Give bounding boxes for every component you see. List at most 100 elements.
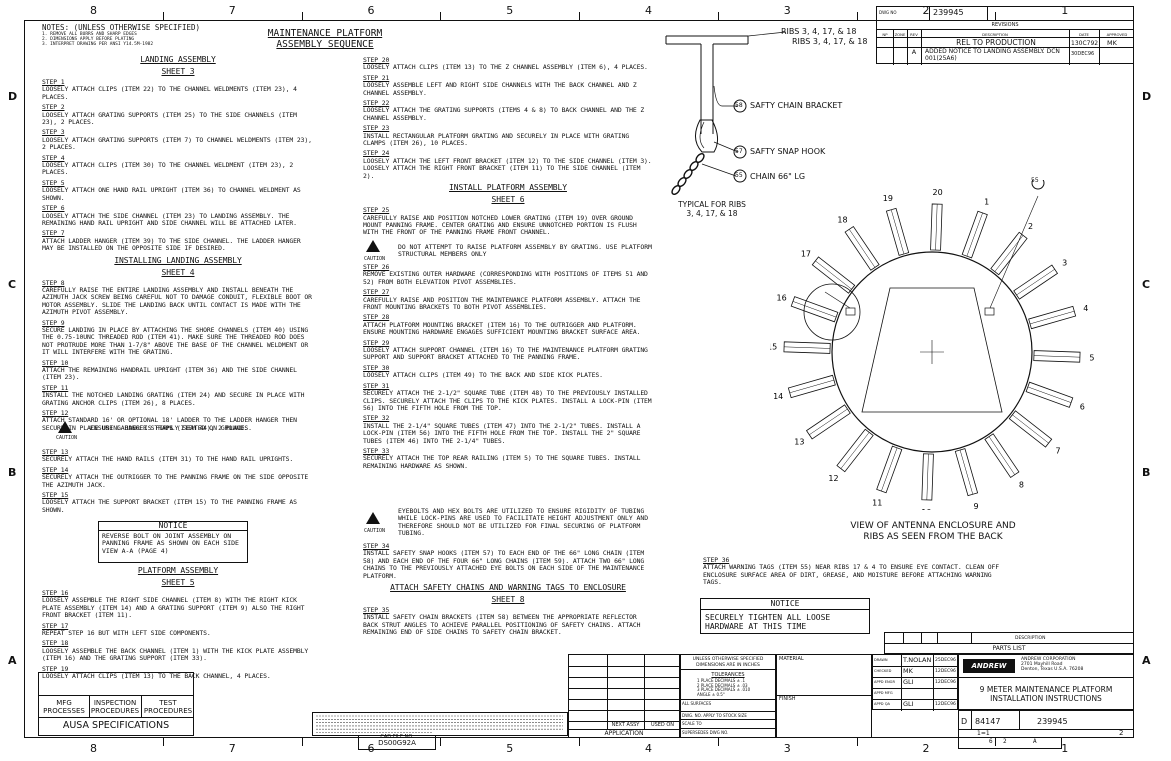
step-text: REPEAT STEP 16 BUT WITH LEFT SIDE COMPON… <box>42 629 211 638</box>
step-text: ATTACH LADDER HANGER (ITEM 39) TO THE SI… <box>42 236 301 253</box>
tol-t4: ANGLE ± 0.5° <box>697 691 725 697</box>
step-label: STEP 32 <box>363 414 390 423</box>
callout-55: 55 <box>735 172 743 179</box>
approval-name: GLI <box>903 678 914 686</box>
step-label: STEP 14 <box>42 465 69 474</box>
revision-header: DESCRIPTION <box>982 32 1008 37</box>
cad-file-block: CAD FILE NO. DS00G92A <box>358 734 436 750</box>
step-label: STEP 26 <box>363 263 390 271</box>
step-label: STEP 7 <box>42 229 65 238</box>
rib <box>1025 381 1074 408</box>
tol-t1: 1 PLACE DECIMALS ± .1 <box>697 678 746 683</box>
rib-number: 12 <box>828 474 838 483</box>
rib-number: 10 <box>921 508 931 510</box>
step-36: STEP 36 ATTACH WARNING TAGS (ITEM 55) NE… <box>703 554 1003 587</box>
specs-block: MFG PROCESSES INSPECTION PROCEDURES TEST… <box>38 672 194 736</box>
rib-number: 11 <box>872 498 882 507</box>
row-letter: B <box>8 466 17 479</box>
bottom-a: A <box>1033 738 1037 745</box>
ribs-label-2: RIBS 3, 4, 17, & 18 <box>792 37 868 46</box>
step-label: STEP 27 <box>363 288 390 297</box>
section-heading: SHEET 4 <box>161 267 195 277</box>
approval-label: APPD QA <box>874 702 890 706</box>
revision-desc-0: REL TO PRODUCTION <box>956 38 1036 47</box>
step-text: SECURELY ATTACH THE 2-1/2" SQUARE TUBE (… <box>363 389 652 412</box>
notice-box-1: NOTICE REVERSE BOLT ON JOINT ASSEMBLY ON… <box>98 521 248 563</box>
next-assy: NEXT ASSY <box>611 722 640 728</box>
sheet-cage: 84147 <box>975 717 1001 726</box>
step-label: STEP 5 <box>42 178 65 187</box>
row-letter: C <box>1142 278 1151 291</box>
material-block: MATERIAL FINISH <box>776 654 872 738</box>
step-text: INSTALL SAFETY CHAIN BRACKETS (ITEM 58) … <box>363 613 641 637</box>
step-label: STEP 28 <box>363 313 390 322</box>
zone-number: 4 <box>645 742 652 755</box>
callout-55b: 55 <box>1031 177 1039 184</box>
rib <box>790 296 839 323</box>
enclosure-circle <box>831 251 1033 453</box>
rib <box>1013 264 1059 300</box>
tol-supersedes: SUPERSEDES DWG NO. <box>682 730 729 735</box>
approval-date: 12DEC96 <box>935 680 956 685</box>
company-city: Denton, Texas U.S.A. 76208 <box>1021 667 1084 672</box>
application-block: NEXT ASSY USED ON APPLICATION <box>568 654 680 738</box>
tol-scale: SCALE TO <box>682 721 702 726</box>
row-letter: D <box>1142 90 1152 103</box>
cad-file-value: DS00G92A <box>378 739 416 747</box>
antenna-ribs-view: 1234567891011121314151617181920 <box>770 180 1094 510</box>
company-name: ANDREW CORPORATION <box>1021 657 1076 662</box>
step-text: LOOSELY ATTACH CLIPS (ITEM 13) TO THE Z … <box>363 63 648 72</box>
tol-t3: 3 PLACE DECIMALS ± .010 <box>697 687 751 693</box>
company-title-block: ANDREW ANDREW CORPORATION 2701 Mayhill R… <box>958 654 1134 710</box>
step-text: ATTACH PLATFORM MOUNTING BRACKET (ITEM 1… <box>363 320 641 337</box>
detail-circle <box>803 283 861 341</box>
caution-text: DO NOT ATTEMPT TO RAISE PLATFORM ASSEMBL… <box>398 243 652 259</box>
approval-date: 12DEC96 <box>935 702 956 707</box>
company-logo: ANDREW <box>963 659 1015 673</box>
step-text: ATTACH THE REMAINING HANDRAIL UPRIGHT (I… <box>42 366 297 382</box>
drawing-title-1: 9 METER MAINTENANCE PLATFORM <box>979 685 1113 694</box>
sheet-info-block: D 84147 239945 1=1 2 <box>958 710 1134 738</box>
step-text: LOOSELY ATTACH THE LEFT FRONT BRACKET (I… <box>363 156 652 180</box>
step-36-text: ATTACH WARNING TAGS (ITEM 55) NEAR RIBS … <box>703 563 1000 587</box>
section-heading: SHEET 5 <box>161 578 195 587</box>
step-text: INSTALL SAFETY SNAP HOOKS (ITEM 57) TO E… <box>363 549 645 580</box>
typical-line2: 3, 4, 17, & 18 <box>686 209 738 218</box>
caution-icon <box>366 240 380 254</box>
step-text: LOOSELY ATTACH CLIPS (ITEM 22) TO THE CH… <box>42 85 297 101</box>
legal-note <box>312 712 568 736</box>
step-label: STEP 24 <box>363 149 390 158</box>
tol-t2: 2 PLACE DECIMALS ± .03 <box>697 682 748 688</box>
step-label: STEP 17 <box>42 621 69 630</box>
step-label: STEP 22 <box>363 99 390 108</box>
spec-inspection: INSPECTION PROCEDURES <box>90 699 140 715</box>
zone-number: 3 <box>783 742 791 755</box>
zone-number: 8 <box>90 4 97 17</box>
rib <box>787 374 836 399</box>
step-label: STEP 25 <box>363 206 390 215</box>
revision-header: REV <box>910 32 918 37</box>
platform-outline <box>861 287 1003 413</box>
rib <box>990 231 1028 276</box>
step-36-label: STEP 36 <box>703 556 730 564</box>
rib <box>836 428 874 473</box>
row-letter: C <box>8 278 17 291</box>
rib <box>885 207 910 256</box>
section-heading: LANDING ASSEMBLY <box>140 55 216 64</box>
parts-desc: DESCRIPTION <box>1015 636 1046 641</box>
step-label: STEP 2 <box>42 103 65 112</box>
step-label: STEP 33 <box>363 446 390 455</box>
step-label: STEP 11 <box>42 383 69 392</box>
ribs-label: RIBS 3, 4, 17, & 18 <box>781 27 857 36</box>
rib <box>961 210 988 259</box>
note-line: 1. REMOVE ALL BURRS AND SHARP EDGES <box>42 32 137 37</box>
callout-58: 58 <box>735 102 743 109</box>
rib-number: 9 <box>974 502 979 510</box>
step-label: STEP 15 <box>42 491 69 500</box>
rib-number: 17 <box>801 249 811 258</box>
step-text: INSTALL THE 2-1/4" SQUARE TUBES (ITEM 47… <box>363 421 641 445</box>
step-text: SECURELY ATTACH THE TOP REAR RAILING (IT… <box>363 454 641 470</box>
